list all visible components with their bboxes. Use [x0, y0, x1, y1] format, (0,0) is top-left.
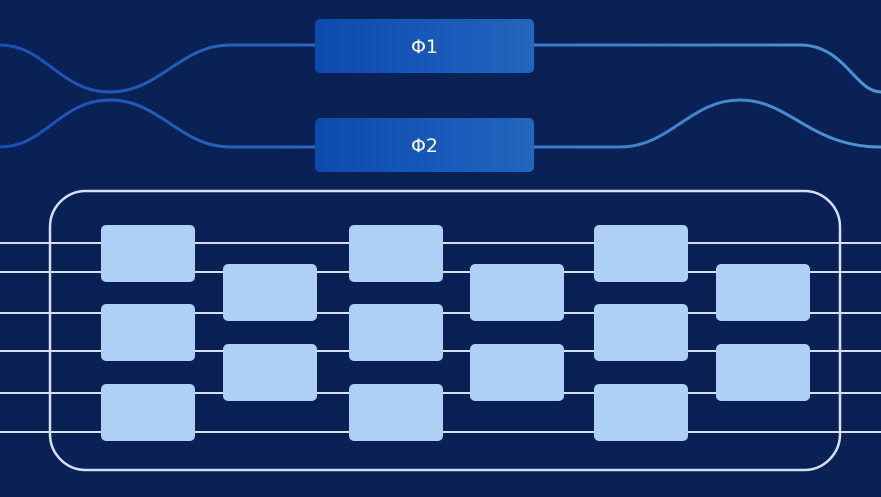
mesh-block	[223, 264, 317, 321]
mesh-block	[349, 304, 443, 361]
mesh-block	[594, 225, 688, 282]
mesh-block	[594, 304, 688, 361]
mesh-block	[101, 384, 195, 441]
waveguide-top	[0, 43, 881, 94]
mesh-blocks	[101, 225, 810, 441]
mesh-block	[101, 304, 195, 361]
mesh-block	[349, 384, 443, 441]
mesh-block	[470, 344, 564, 401]
mesh-block	[101, 225, 195, 282]
mesh-block	[716, 264, 810, 321]
mesh-frame	[48, 189, 842, 472]
waveguide-bottom	[0, 98, 881, 149]
mesh-block	[349, 225, 443, 282]
phase-shifter-phi1: Φ1	[315, 19, 534, 73]
phase-shifter-phi2: Φ2	[315, 118, 534, 172]
mesh-block	[594, 384, 688, 441]
mesh-block	[470, 264, 564, 321]
phase-shifter-label: Φ1	[411, 36, 438, 58]
mesh-block	[223, 344, 317, 401]
mesh-block	[716, 344, 810, 401]
phase-shifter-label: Φ2	[411, 135, 438, 157]
